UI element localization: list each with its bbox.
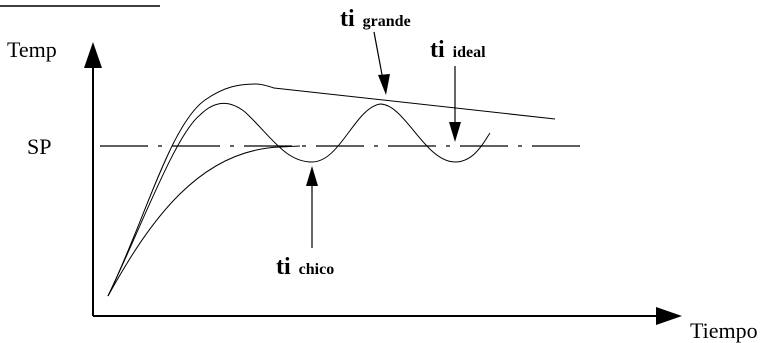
label-ti-chico-prefix: ti xyxy=(276,254,291,280)
arrow-ti-grande-head xyxy=(378,74,390,95)
setpoint-label: SP xyxy=(27,134,51,159)
label-ti-ideal-prefix: ti xyxy=(430,37,445,63)
label-ti-chico: ti chico xyxy=(276,254,334,280)
curve-ti-chico xyxy=(107,102,491,297)
x-axis-arrow xyxy=(656,307,682,325)
y-axis-label: Temp xyxy=(7,37,57,62)
label-ti-grande: ti grande xyxy=(340,6,411,32)
arrow-ti-grande-shaft xyxy=(373,31,384,81)
curve-ti-grande xyxy=(107,83,556,297)
label-ti-chico-suffix: chico xyxy=(299,261,335,278)
label-ti-ideal-suffix: ideal xyxy=(453,44,486,61)
label-ti-grande-prefix: ti xyxy=(340,6,355,32)
label-ti-ideal: ti ideal xyxy=(430,37,486,63)
curve-ti-ideal xyxy=(107,145,301,297)
arrow-ti-ideal-head xyxy=(449,122,461,142)
y-axis-arrow xyxy=(84,42,102,68)
label-ti-grande-suffix: grande xyxy=(363,13,411,30)
arrow-ti-chico-head xyxy=(306,166,318,186)
x-axis-label: Tiempo xyxy=(690,318,758,343)
